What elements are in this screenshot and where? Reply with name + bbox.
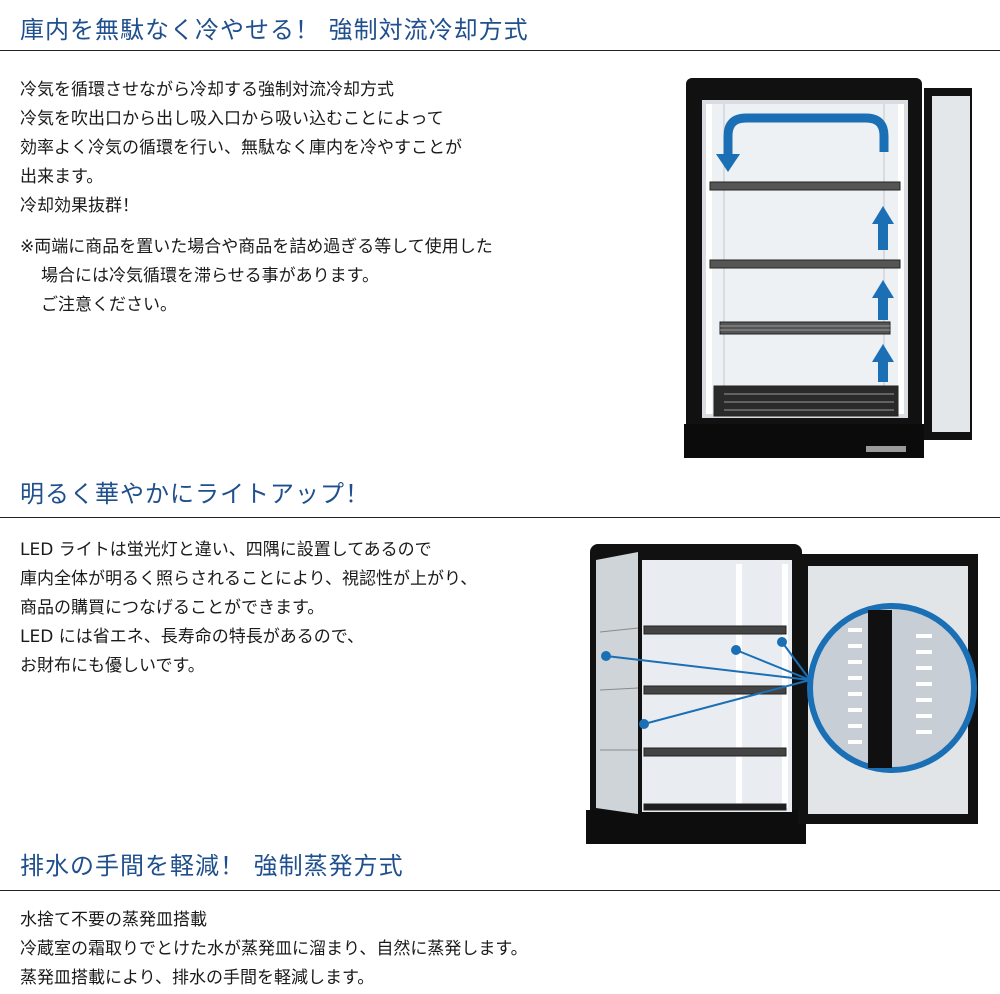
section-title-led: 明るく華やかにライトアップ！	[20, 480, 370, 508]
text-line: 効率よく冷気の循環を行い、無駄なく庫内を冷やすことが	[20, 138, 462, 158]
text-line: LED ライトは蛍光灯と違い、四隅に設置してあるので	[20, 540, 432, 560]
divider	[0, 50, 1000, 51]
showcase-led-photo	[586, 544, 978, 844]
note-line: 場合には冷気循環を滞らせる事があります。	[41, 266, 379, 286]
text-line: 商品の購買につなげることができます。	[20, 598, 325, 618]
section-title-cooling: 庫内を無駄なく冷やせる！ 強制対流冷却方式	[20, 16, 529, 44]
text-line: 出来ます。	[20, 167, 104, 187]
text-line: LED には省エネ、長寿命の特長があるので、	[20, 627, 365, 647]
evaporation-description: 水捨て不要の蒸発皿搭載 冷蔵室の霜取りでとけた水が蒸発皿に溜まり、自然に蒸発しま…	[20, 906, 528, 993]
led-description: LED ライトは蛍光灯と違い、四隅に設置してあるので 庫内全体が明るく照らされる…	[20, 536, 477, 681]
note-line: ご注意ください。	[41, 295, 177, 315]
text-line: 冷気を吹出口から出し吸入口から吸い込むことによって	[20, 109, 444, 129]
divider	[0, 517, 1000, 518]
text-line: お財布にも優しいです。	[20, 656, 205, 676]
note-line: ※両端に商品を置いた場合や商品を詰め過ぎる等して使用した	[20, 237, 493, 257]
divider	[0, 890, 1000, 891]
showcase-airflow-photo	[684, 78, 972, 458]
section-title-evaporation: 排水の手間を軽減！ 強制蒸発方式	[20, 852, 404, 880]
text-line: 冷却効果抜群！	[20, 196, 139, 216]
text-line: 冷気を循環させながら冷却する強制対流冷却方式	[20, 80, 394, 100]
cooling-note: ※両端に商品を置いた場合や商品を詰め過ぎる等して使用した 場合には冷気循環を滞ら…	[20, 233, 493, 320]
text-line: 冷蔵室の霜取りでとけた水が蒸発皿に溜まり、自然に蒸発します。	[20, 939, 528, 959]
text-line: 蒸発皿搭載により、排水の手間を軽減します。	[20, 968, 375, 988]
text-line: 水捨て不要の蒸発皿搭載	[20, 910, 207, 930]
text-line: 庫内全体が明るく照らされることにより、視認性が上がり、	[20, 569, 478, 589]
cooling-description: 冷気を循環させながら冷却する強制対流冷却方式 冷気を吹出口から出し吸入口から吸い…	[20, 76, 462, 221]
